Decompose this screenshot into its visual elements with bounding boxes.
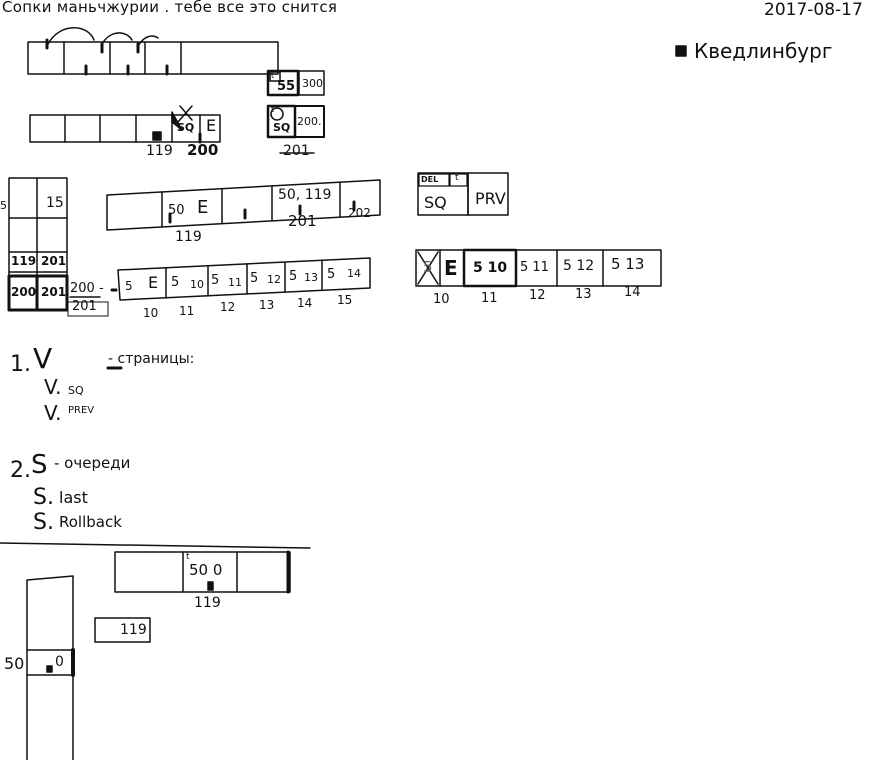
left-stack-row-b-1: 200 [11, 285, 37, 299]
note-item2-sub2: S. [33, 510, 54, 535]
legend-tag-t: t [455, 173, 459, 183]
row1-label-15: 15 [337, 293, 353, 307]
row1-cell-12: 14 [347, 267, 361, 280]
bottom-stack [26, 575, 75, 760]
note-item2-sub1: S. [33, 485, 54, 510]
note-item1-text: - страницы: [108, 351, 195, 367]
row2-cell-5: 5 12 [563, 258, 595, 274]
note-item2-sub2-text: Rollback [59, 513, 122, 531]
note-item1-num: 1. [10, 352, 31, 377]
bottom-cell-value: 50 0 [189, 561, 223, 579]
row2-cell-2: E [444, 256, 458, 280]
row1-cell-8: 12 [267, 273, 281, 286]
row1-label-11: 11 [179, 304, 195, 318]
row1-cell-11: 5 [327, 267, 336, 282]
note-item1-sub2-text: PREV [68, 405, 95, 416]
note-item2-letter: S [31, 450, 48, 480]
note-item2-text: - очереди [54, 454, 131, 472]
bottom-array [114, 550, 291, 594]
legend-box [417, 172, 509, 216]
row2-cell-1: 5 [423, 258, 433, 276]
left-stack-row-a-2: 201 [41, 254, 67, 268]
box-b-right: 200. [297, 115, 322, 128]
row2-label-14: 14 [624, 285, 641, 300]
row1-cell-4: 10 [190, 278, 204, 291]
row1-cell-6: 11 [228, 276, 242, 289]
row-array-2 [415, 248, 662, 288]
row1-label-14: 14 [297, 296, 313, 310]
legend-prv: PRV [475, 189, 506, 208]
row2-label-12: 12 [529, 288, 546, 303]
row2-label-11: 11 [481, 291, 498, 306]
left-stack-row-a-1: 119 [11, 254, 37, 268]
header-title: Сопки маньчжурии . тебе все это снится [2, 0, 338, 16]
bottom-tag-t: t [186, 552, 190, 562]
note-item1-sub2: V. [44, 401, 62, 425]
left-stack [7, 177, 109, 317]
mid-label-201: 201 [288, 212, 317, 230]
box-a-value: 55 [277, 79, 296, 94]
location-bullet-icon [675, 45, 687, 57]
cell-e: E [206, 116, 217, 135]
box-a-tag: t [271, 71, 275, 80]
box-a [266, 69, 325, 97]
row1-cell-10: 13 [304, 271, 318, 284]
bottom-side-50: 50 [4, 654, 25, 673]
arrow-1 [47, 27, 95, 45]
row1-label-13: 13 [259, 298, 275, 312]
mid-cell-50: 50 [168, 203, 185, 218]
bottom-label-119: 119 [194, 595, 221, 611]
note-item2-sub1-text: last [59, 488, 88, 507]
row1-cell-7: 5 [250, 271, 259, 286]
row2-label-10: 10 [433, 292, 450, 307]
mid-array [106, 179, 381, 231]
cell-sq: SQ [177, 121, 195, 134]
row1-cell-1: 5 [125, 279, 133, 293]
top-array-2 [29, 105, 221, 144]
mid-label-119: 119 [175, 229, 202, 245]
label-200: 200 [187, 141, 219, 159]
box-a-right: 300 [302, 77, 323, 90]
note-item1-sub1: V. [44, 375, 62, 399]
box-b-tag: t [271, 105, 275, 114]
mid-cell-50-119: 50, 119 [278, 187, 332, 203]
bottom-box-119 [94, 617, 151, 643]
row2-cell-4: 5 11 [520, 260, 549, 275]
legend-sq: SQ [424, 193, 447, 212]
left-stack-side-label: 5 [0, 199, 7, 212]
arrow-2 [101, 32, 133, 45]
box-b-value: SQ [273, 121, 291, 134]
header-location: Кведлинбург [694, 39, 833, 63]
mid-label-202: 202 [348, 206, 371, 220]
arrow-3 [137, 35, 159, 47]
row1-cell-3: 5 [171, 275, 180, 290]
mid-cell-e: E [197, 197, 209, 218]
top-array-1 [27, 27, 279, 76]
bottom-stack-value: 0 [55, 654, 64, 670]
row1-cell-9: 5 [289, 269, 298, 284]
header-date: 2017-08-17 [764, 0, 863, 20]
row1-label-10: 10 [143, 306, 159, 320]
legend-tag-del: DEL [421, 175, 439, 184]
left-stack-row-b-2: 201 [41, 285, 67, 299]
note-item2-num: 2. [10, 458, 31, 483]
row2-cell-6: 5 13 [611, 255, 645, 273]
note-201: 201 [72, 299, 97, 314]
row1-cell-5: 5 [211, 273, 220, 288]
row2-label-13: 13 [575, 287, 592, 302]
note-item1-sub1-text: SQ [68, 384, 84, 397]
note-item1-letter: V [33, 342, 53, 375]
note-200: 200 - [70, 281, 104, 296]
row1-label-12: 12 [220, 300, 236, 314]
row1-cell-2: E [148, 273, 159, 292]
left-stack-top-value: 15 [46, 195, 64, 211]
label-201: 201 [283, 143, 310, 159]
box-b [266, 104, 325, 154]
bottom-box-119-text: 119 [120, 622, 147, 638]
label-119: 119 [146, 143, 173, 159]
row-array-1 [110, 257, 371, 301]
row2-cell-3: 5 10 [473, 260, 508, 276]
separator-line [0, 542, 311, 549]
